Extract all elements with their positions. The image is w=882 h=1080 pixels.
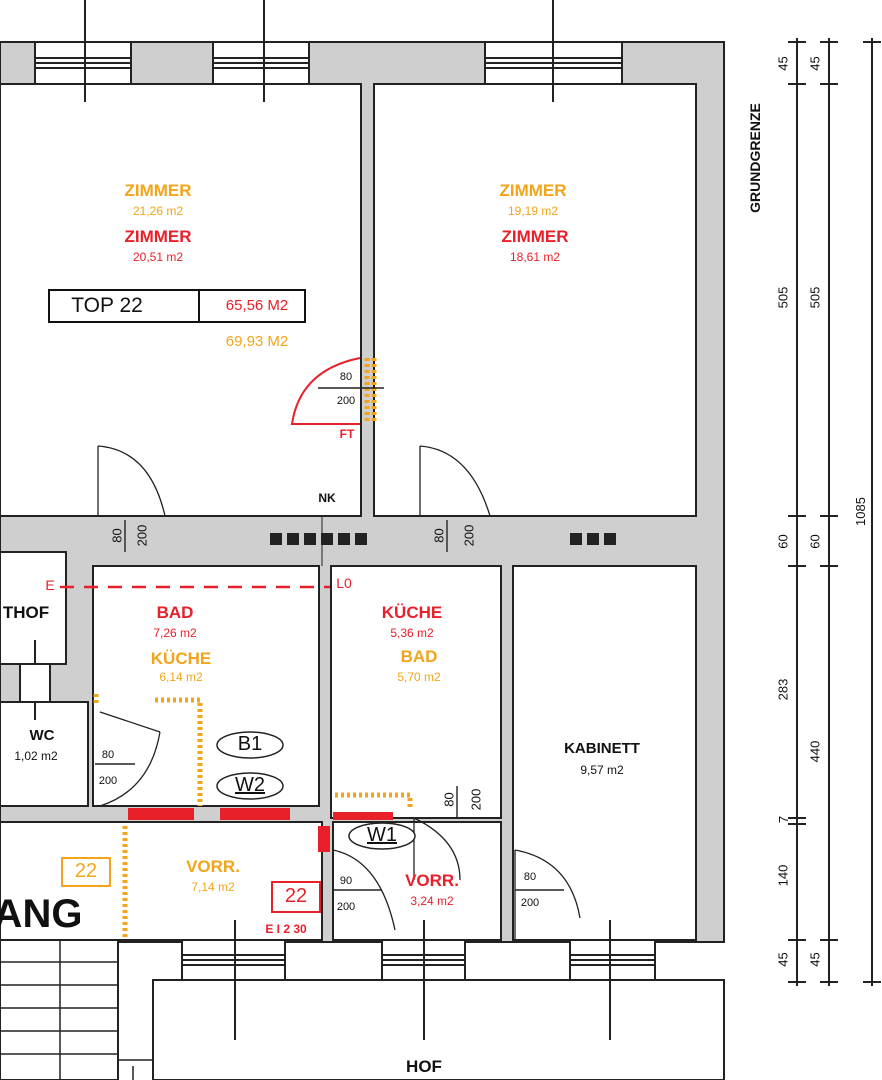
shafts	[270, 533, 616, 545]
fire-door-swing	[290, 357, 361, 425]
gang-name: ANG	[0, 892, 83, 936]
doors	[97, 445, 581, 940]
dimension-lines	[788, 38, 881, 986]
door-d2-width: 80	[109, 528, 125, 543]
top-box	[48, 289, 306, 323]
zimmer-right-old-area: 19,19 m2	[507, 204, 559, 218]
hof-left-name: THOF	[2, 603, 50, 622]
zimmer-right-old-name: ZIMMER	[499, 181, 567, 200]
zimmer-left-new-area: 20,51 m2	[132, 250, 184, 264]
vorr-right-name: VORR.	[405, 871, 459, 890]
door-d6-height: 200	[336, 901, 356, 913]
kueche-old-name: BAD	[400, 647, 438, 666]
dim-col2-1: 505	[807, 286, 823, 309]
unit-area-new: 65,56 M2	[225, 297, 289, 314]
dim-col2-0: 45	[807, 56, 823, 71]
dim-col1-3: 283	[775, 678, 791, 701]
tag-w1: W1	[367, 824, 397, 846]
windows	[19, 0, 656, 1040]
top-tag-red: 22	[284, 885, 308, 907]
door-d1-width: 80	[339, 371, 353, 383]
door-d4-width: 80	[101, 749, 115, 761]
dim-col2-2: 60	[807, 534, 823, 549]
room-stairs	[0, 939, 119, 1080]
door-d1-height: 200	[336, 395, 356, 407]
door-d3-width: 80	[431, 528, 447, 543]
bad-old-area: 6,14 m2	[159, 670, 203, 684]
room-kabinett	[512, 565, 697, 941]
dim-col1-5: 140	[775, 864, 791, 887]
room-zimmer-right	[373, 83, 697, 517]
kabinett-name: KABINETT	[564, 740, 640, 757]
door-d6-width: 90	[339, 875, 353, 887]
stairs	[0, 940, 153, 1080]
wc-name: WC	[29, 727, 55, 744]
tag-w1-outline	[348, 822, 416, 850]
door-d4-height: 200	[98, 775, 118, 787]
room-bad	[92, 565, 320, 807]
dim-total: 1085	[852, 497, 868, 526]
top-tag-orange: 22	[74, 860, 98, 882]
zimmer-left-old-name: ZIMMER	[124, 181, 192, 200]
dim-col1-4: 7	[776, 815, 792, 824]
kueche-old-area: 5,70 m2	[397, 670, 441, 684]
door-d5-height: 200	[468, 788, 484, 811]
unit-label: TOP 22	[71, 294, 143, 317]
hof-bottom-name: HOF	[406, 1057, 442, 1076]
door-d7-height: 200	[520, 897, 540, 909]
door-d5-width: 80	[441, 792, 457, 807]
tag-b1: B1	[237, 733, 263, 755]
section-lo-tag: L0	[336, 575, 352, 591]
kabinett-area: 9,57 m2	[580, 763, 624, 777]
door-d2-height: 200	[134, 524, 150, 547]
dim-col2-3: 440	[807, 740, 823, 763]
room-wc	[0, 701, 89, 807]
room-vorr-left	[0, 821, 323, 941]
top-tag-orange-box	[61, 857, 111, 887]
existing-walls-dotted	[93, 358, 413, 940]
zimmer-right-new-area: 18,61 m2	[509, 250, 561, 264]
top-tag-red-box	[271, 881, 321, 913]
zimmer-left-new-name: ZIMMER	[124, 227, 192, 246]
bad-new-name: BAD	[156, 603, 194, 622]
room-hof-left	[0, 551, 67, 665]
section-e-tag: E	[45, 577, 55, 593]
zimmer-right-new-name: ZIMMER	[501, 227, 569, 246]
vorr-left-name: VORR.	[186, 857, 240, 876]
room-hof-bottom	[152, 979, 725, 1080]
room-kueche	[330, 565, 502, 819]
dim-col2-4: 45	[807, 952, 823, 967]
bad-new-area: 7,26 m2	[153, 626, 197, 640]
kueche-new-name: KÜCHE	[381, 603, 443, 622]
fire-class-tag: E I 2 30	[265, 922, 307, 936]
grundgrenze-label: GRUNDGRENZE	[746, 103, 763, 213]
bad-old-name: KÜCHE	[150, 649, 212, 668]
dim-col1-6: 45	[775, 952, 791, 967]
dim-col1-2: 60	[775, 534, 791, 549]
tag-b1-outline	[216, 731, 284, 759]
vorr-right-area: 3,24 m2	[410, 894, 454, 908]
vorr-left-area: 7,14 m2	[191, 880, 235, 894]
zimmer-left-old-area: 21,26 m2	[132, 204, 184, 218]
wc-area: 1,02 m2	[14, 749, 58, 763]
new-walls	[128, 808, 393, 852]
dim-col1-0: 45	[775, 56, 791, 71]
tag-w2: W2	[235, 774, 265, 796]
nk-tag: NK	[318, 491, 336, 505]
fire-door-tag: FT	[339, 427, 355, 441]
door-d7-width: 80	[523, 871, 537, 883]
dim-col1-1: 505	[775, 286, 791, 309]
door-d3-height: 200	[461, 524, 477, 547]
kueche-new-area: 5,36 m2	[390, 626, 434, 640]
unit-area-old: 69,93 M2	[225, 333, 289, 350]
tag-w2-outline	[216, 772, 284, 800]
rooms	[0, 83, 725, 1080]
